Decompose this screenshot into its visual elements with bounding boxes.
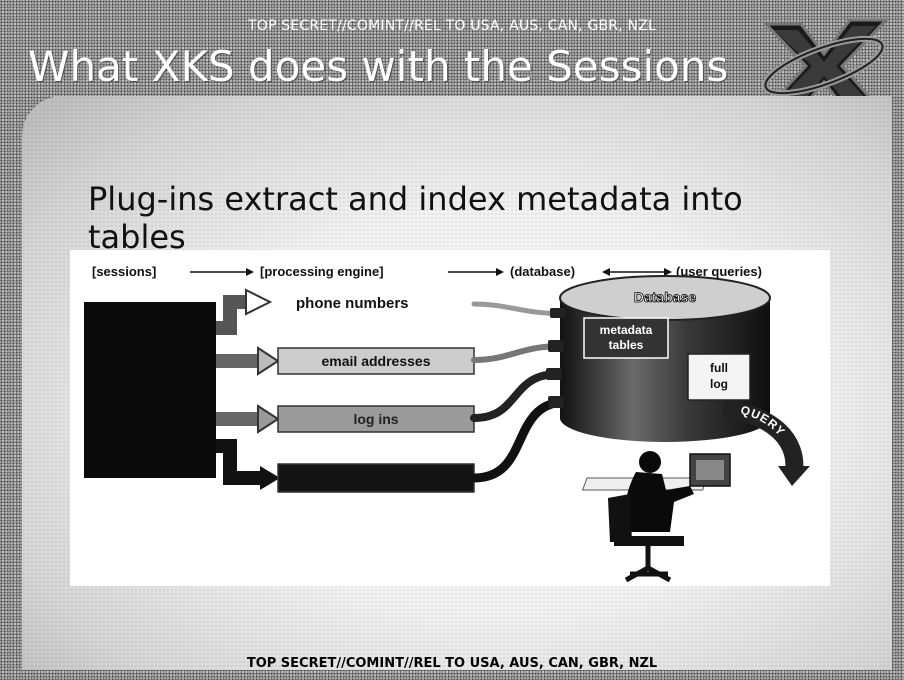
cable-fourth [469,397,567,483]
sessions-block [84,302,216,478]
output-email-label: email addresses [322,353,431,369]
plugs [546,308,566,408]
flow-arrowhead-3b [664,268,672,276]
branch-arrowhead-log [257,404,280,434]
branch-arrowhead-phone [245,288,273,316]
branch-arrowhead-email [257,346,280,376]
flow-header: [sessions] [processing engine] (database… [92,264,762,279]
xks-diagram: [sessions] [processing engine] (database… [70,250,830,586]
cable-log [470,370,562,422]
xks-logo [756,18,890,118]
user-head [639,451,661,473]
full-log-box [687,353,751,401]
output-phone-label: phone numbers [296,295,409,312]
branch-arrow-email [216,354,258,368]
full-log-line2: log [710,377,728,391]
output-log-label: log ins [353,411,398,427]
flow-arrowhead-1 [246,268,254,276]
user-body [624,472,694,532]
chair-base [624,546,672,583]
metadata-tables-box [583,317,669,359]
flow-label-database: (database) [510,264,575,279]
branch-arrow-log [216,412,258,426]
branch-arrow-phone [216,295,246,335]
slide-subtitle: Plug-ins extract and index metadata into… [88,180,743,256]
classification-banner-top: TOP SECRET//COMINT//REL TO USA, AUS, CAN… [248,18,656,34]
flow-arrowhead-3a [602,268,610,276]
branch-arrows [216,288,280,490]
user-at-computer-icon [581,451,731,583]
flow-label-sessions: [sessions] [92,264,156,279]
log-box [277,405,475,433]
branch-arrowhead-fourth [260,466,280,490]
metadata-tables-line2: tables [609,338,644,352]
full-log-line1: full [710,361,728,375]
query-arrowhead [778,466,810,486]
flow-label-engine: [processing engine] [260,264,384,279]
classification-banner-bottom: TOP SECRET//COMINT//REL TO USA, AUS, CAN… [246,656,658,671]
branch-arrow-fourth [216,439,260,485]
slide-title: What XKS does with the Sessions [28,42,729,91]
logo-x-mark [756,18,890,118]
email-box [277,347,475,375]
monitor-screen [696,460,724,480]
flow-arrowhead-2 [496,268,504,276]
chair-seat [614,536,684,546]
fourth-output-box [277,463,475,493]
database-label: Database [634,289,696,305]
database-cylinder: Database metadata tables full log [546,275,771,442]
metadata-tables-line1: metadata [600,323,653,337]
flow-label-queries: (user queries) [676,264,762,279]
chair-back [608,494,632,542]
query-arrow [722,401,804,474]
